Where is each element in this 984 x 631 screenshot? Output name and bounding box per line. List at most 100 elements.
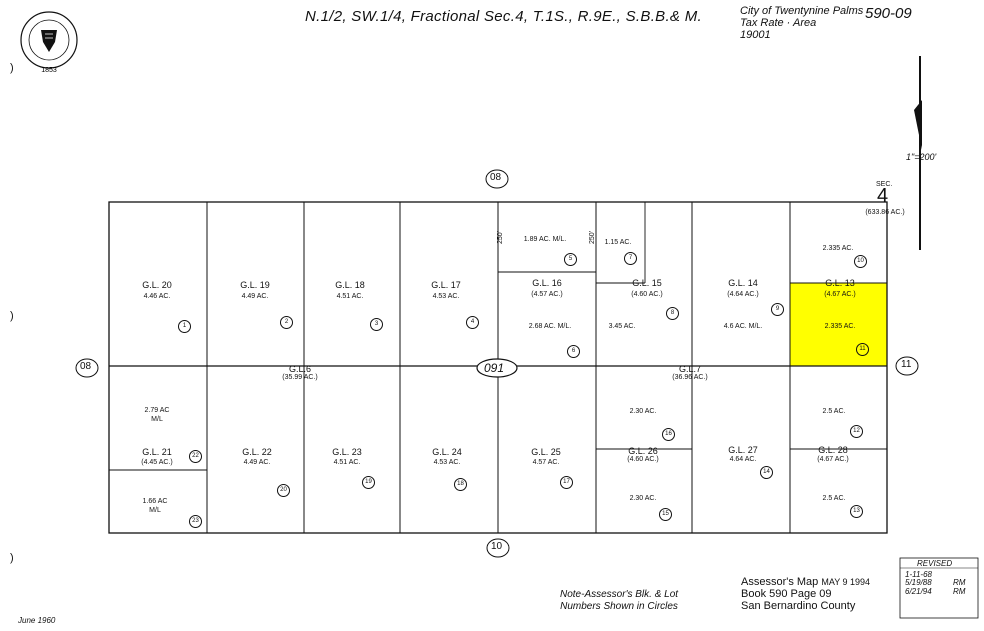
assessor-date: MAY 9 1994 <box>821 577 871 587</box>
lot-number: 5 <box>564 253 577 266</box>
section-label: SEC. <box>876 181 893 188</box>
gl6-name: G.L.6 <box>288 364 312 374</box>
lot-note: Note-Assessor's Blk. & Lot Numbers Shown… <box>560 589 678 613</box>
footer-date: June 1960 <box>18 616 56 625</box>
parcel-area: 4.51 AC. <box>333 459 361 466</box>
lot-number: 23 <box>189 515 202 528</box>
parcel-area: 4.64 AC. <box>729 456 757 463</box>
sub-parcel-note: M/L <box>149 507 161 514</box>
parcel-area: 4.57 AC. <box>532 459 560 466</box>
map-title: N.1/2, SW.1/4, Fractional Sec.4, T.1S., … <box>305 8 702 25</box>
parcel-name: G.L. 23 <box>332 447 362 457</box>
parcel-area: 4.49 AC. <box>241 293 269 300</box>
revised-date: 1-11-68 <box>905 570 932 579</box>
parcel-area: (4.45 AC.) <box>141 459 173 466</box>
lot-number: 15 <box>659 508 672 521</box>
sub-parcel-area: 2.5 AC. <box>822 408 846 415</box>
assessor-line1: Assessor's Map <box>741 576 819 588</box>
sub-parcel-area: 1.15 AC. <box>604 239 632 246</box>
city-block: City of Twentynine Palms Tax Rate · Area… <box>740 5 863 41</box>
sub-parcel-note: M/L <box>151 416 163 423</box>
parcel-area: (4.57 AC.) <box>531 291 563 298</box>
parcel-name: G.L. 22 <box>242 447 272 457</box>
assessor-block: Assessor's Map MAY 9 1994 Book 590 Page … <box>741 576 870 612</box>
lot-number: 1 <box>178 320 191 333</box>
parcel-name: G.L. 16 <box>532 278 562 288</box>
sub-parcel-area: 1.89 AC. M/L. <box>523 236 567 243</box>
dimension-label: 250' <box>589 230 597 245</box>
adjacent-map-right: 11 <box>901 359 912 370</box>
revised-title: REVISED <box>917 559 953 568</box>
parcel-name: G.L. 21 <box>142 447 172 457</box>
adjacent-map-bottom: 10 <box>491 541 503 552</box>
lot-number: 17 <box>560 476 573 489</box>
margin-mark: ) <box>10 552 14 564</box>
section-area: (633.86 AC.) <box>865 209 905 216</box>
lot-number: 3 <box>370 318 383 331</box>
lot-number: 16 <box>662 428 675 441</box>
lot-number: 22 <box>189 450 202 463</box>
parcel-name: G.L. 24 <box>432 447 462 457</box>
parcel-name: G.L. 13 <box>825 278 855 288</box>
county-seal-icon: 1853 <box>20 11 78 74</box>
parcel-name: G.L. 18 <box>335 280 365 290</box>
parcel-name: G.L. 14 <box>728 278 758 288</box>
dimension-label: 250' <box>497 230 505 245</box>
lot-number: 14 <box>760 466 773 479</box>
sub-parcel-area: 2.5 AC. <box>822 495 846 502</box>
lot-number: 12 <box>850 425 863 438</box>
lot-number: 7 <box>624 252 637 265</box>
parcel-area: 4.53 AC. <box>432 293 460 300</box>
lot-number: 2 <box>280 316 293 329</box>
parcel-area: 4.49 AC. <box>243 459 271 466</box>
parcel-name: G.L. 15 <box>632 278 662 288</box>
parcel-area: (4.60 AC.) <box>627 456 659 463</box>
adjacent-map-left: 08 <box>80 361 92 372</box>
gl6-area: (35.99 AC.) <box>282 374 318 381</box>
section-number: 4 <box>877 185 889 207</box>
parcel-area: (4.60 AC.) <box>631 291 663 298</box>
parcel-name: G.L. 17 <box>431 280 461 290</box>
lot-number: 6 <box>567 345 580 358</box>
adjacent-map-top: 08 <box>490 172 502 183</box>
lot-number: 18 <box>454 478 467 491</box>
note-line-1: Note-Assessor's Blk. & Lot <box>560 589 679 600</box>
sub-parcel-area: 3.45 AC. <box>608 323 636 330</box>
sub-parcel-area: 2.30 AC. <box>629 408 657 415</box>
gl7-area: (36.96 AC.) <box>672 374 708 381</box>
sub-parcel-area: 4.6 AC. M/L. <box>723 323 763 330</box>
lot-number: 4 <box>466 316 479 329</box>
tax-rate-label: Tax Rate · Area <box>740 17 817 29</box>
parcel-name: G.L. 19 <box>240 280 270 290</box>
city-name: City of Twentynine Palms <box>740 5 864 17</box>
seal-year: 1853 <box>41 67 57 74</box>
parcel-area: (4.64 AC.) <box>727 291 759 298</box>
revised-date: 5/19/88 <box>905 578 932 587</box>
sub-parcel-area: 2.79 AC <box>144 407 170 414</box>
highlighted-parcel <box>790 283 887 366</box>
parcel-area: (4.67 AC.) <box>824 291 856 298</box>
scale-label: 1"=200' <box>906 152 937 162</box>
sub-parcel-area: 2.335 AC. <box>824 323 856 330</box>
lot-number: 11 <box>856 343 869 356</box>
gl7-name: G.L.7 <box>678 364 702 374</box>
lot-number: 8 <box>666 307 679 320</box>
sub-parcel-area: 2.68 AC. M/L. <box>528 323 572 330</box>
parcel-area: 4.53 AC. <box>433 459 461 466</box>
map-number: 590-09 <box>865 5 912 22</box>
revised-initials: RM <box>953 578 966 587</box>
parcel-area: 4.51 AC. <box>336 293 364 300</box>
sub-parcel-area: 1.66 AC <box>142 498 168 505</box>
margin-mark: ) <box>10 310 14 322</box>
sub-parcel-area: 2.30 AC. <box>629 495 657 502</box>
parcel-name: G.L. 26 <box>628 446 658 456</box>
parcel-name: G.L. 28 <box>818 445 848 455</box>
margin-mark: ) <box>10 62 14 74</box>
lot-number: 9 <box>771 303 784 316</box>
sub-parcel-area: 2.335 AC. <box>822 245 854 252</box>
parcel-area: 4.46 AC. <box>143 293 171 300</box>
parcel-name: G.L. 25 <box>531 447 561 457</box>
center-block-label: 091 <box>484 361 505 375</box>
parcel-area: (4.67 AC.) <box>817 456 849 463</box>
